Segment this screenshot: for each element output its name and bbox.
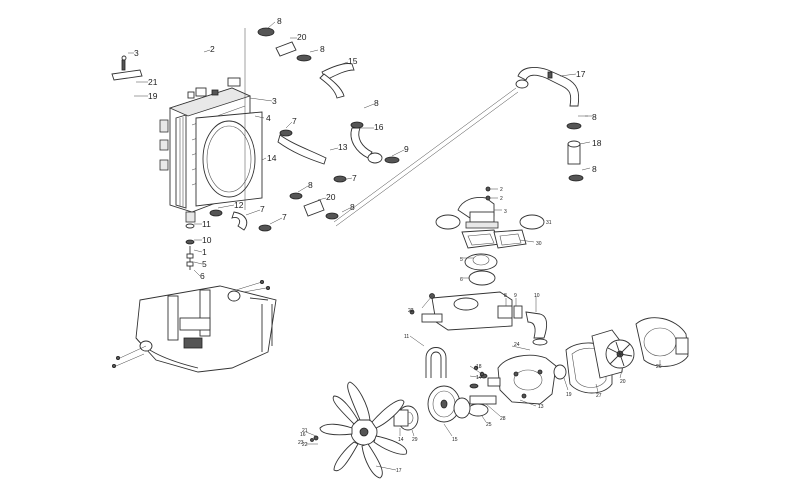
radiator-assembly: [111, 21, 592, 277]
radiator-callout-19: 19: [148, 91, 158, 101]
pump-callout-28: 28: [500, 416, 506, 422]
radiator-callout-8: 8: [320, 44, 325, 54]
pump-callout-26: 26: [656, 364, 662, 370]
pump-callout-19: 19: [566, 392, 572, 398]
pump-callout-2: 2: [500, 196, 503, 202]
pump-callout-9: 9: [514, 293, 517, 299]
pump-callout-6: 6: [460, 277, 463, 283]
radiator-callout-3: 3: [272, 96, 277, 106]
water-pump-assembly: [305, 186, 689, 479]
pump-callout-23: 23: [298, 440, 304, 446]
radiator-callout-8: 8: [277, 16, 282, 26]
pump-callout-13: 13: [538, 404, 544, 410]
radiator-callout-1: 1: [202, 247, 207, 257]
radiator-callout-2: 2: [210, 44, 215, 54]
radiator-callout-21: 21: [148, 77, 158, 87]
radiator-callout-3: 3: [134, 48, 139, 58]
radiator-callout-7: 7: [352, 173, 357, 183]
radiator-callout-15: 15: [348, 56, 358, 66]
pump-callout-3: 3: [504, 209, 507, 215]
radiator-callout-10: 10: [202, 235, 212, 245]
pump-callout-2: 2: [500, 187, 503, 193]
cooling-fan: [319, 381, 408, 479]
radiator-callout-20: 20: [326, 192, 336, 202]
radiator-callout-7: 7: [292, 116, 297, 126]
radiator-callout-12: 12: [234, 200, 244, 210]
radiator-callout-7: 7: [260, 204, 265, 214]
pump-callout-20: 20: [620, 379, 626, 385]
radiator-callout-8: 8: [592, 112, 597, 122]
radiator-callout-8: 8: [374, 98, 379, 108]
radiator-callout-11: 11: [202, 219, 211, 229]
radiator-callout-8: 8: [350, 202, 355, 212]
pump-callout-29: 29: [412, 437, 418, 443]
pump-callout-27: 27: [596, 393, 602, 399]
radiator-callout-8: 8: [308, 180, 313, 190]
pump-callout-30: 30: [536, 241, 542, 247]
pump-callout-24: 24: [514, 342, 520, 348]
engine-base-plate: [112, 279, 277, 373]
pump-callout-15: 15: [452, 437, 458, 443]
radiator-callout-6: 6: [200, 271, 205, 281]
pump-callout-14: 14: [398, 437, 404, 443]
radiator-callout-4: 4: [266, 113, 271, 123]
radiator-callout-7: 7: [282, 212, 287, 222]
radiator-callout-13: 13: [338, 142, 348, 152]
pump-callout-14: 14: [476, 375, 482, 381]
pump-callout-5: 5: [460, 257, 463, 263]
pump-callout-21: 21: [302, 428, 308, 434]
pump-callout-31: 31: [546, 220, 552, 226]
pump-callout-11: 11: [404, 334, 409, 340]
radiator-callout-5: 5: [202, 259, 207, 269]
radiator-callout-14: 14: [267, 153, 277, 163]
radiator-callout-20: 20: [297, 32, 307, 42]
pump-callout-22: 22: [302, 442, 308, 448]
upper-outlet-pipe: [515, 67, 591, 182]
pump-callout-17: 17: [396, 468, 402, 474]
radiator-callout-16: 16: [374, 122, 384, 132]
radiator-callout-18: 18: [592, 138, 602, 148]
pump-callout-18: 18: [476, 364, 482, 370]
radiator-callout-9: 9: [404, 144, 409, 154]
pump-callout-8: 8: [504, 293, 507, 299]
radiator-callout-8: 8: [592, 164, 597, 174]
pump-callout-25: 25: [486, 422, 492, 428]
pump-callout-16: 16: [300, 432, 306, 438]
pump-callout-22: 22: [408, 308, 414, 314]
radiator-callout-17: 17: [576, 69, 586, 79]
pump-callout-10: 10: [534, 293, 540, 299]
